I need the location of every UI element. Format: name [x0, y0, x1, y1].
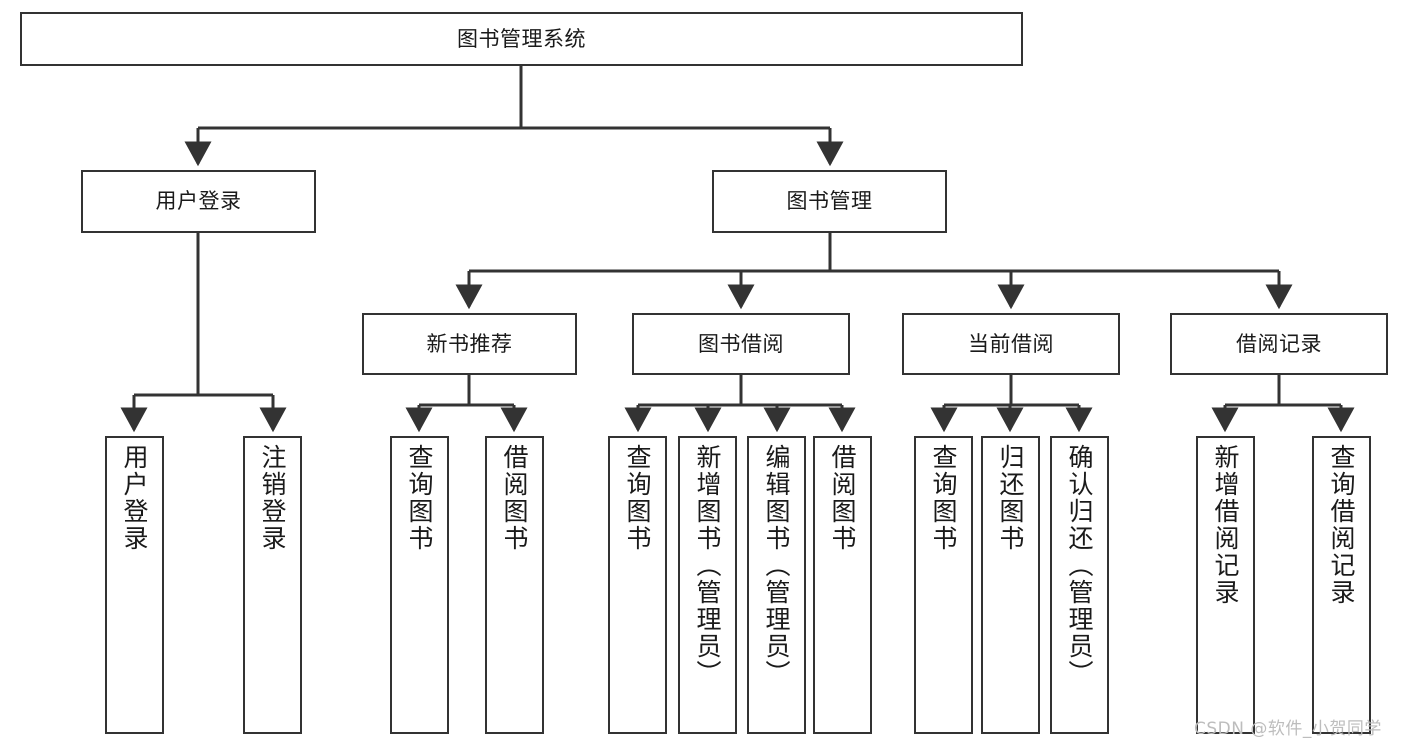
node-book-management[interactable]: 图书管理 [712, 170, 947, 233]
node-book-borrow-label: 图书借阅 [698, 331, 784, 356]
leaf-user-login-logout[interactable]: 注销登录 [243, 436, 302, 734]
leaf-recommend-borrow-book-label: 借阅图书 [500, 444, 529, 552]
leaf-recommend-borrow-book[interactable]: 借阅图书 [485, 436, 544, 734]
leaf-current-return-book[interactable]: 归还图书 [981, 436, 1040, 734]
node-root-label: 图书管理系统 [457, 26, 586, 51]
node-root[interactable]: 图书管理系统 [20, 12, 1023, 66]
leaf-borrow-query-book[interactable]: 查询图书 [608, 436, 667, 734]
node-borrow-record[interactable]: 借阅记录 [1170, 313, 1388, 375]
leaf-borrow-add-book-label: 新增图书（管理员） [693, 444, 722, 687]
leaf-record-add-record[interactable]: 新增借阅记录 [1196, 436, 1255, 734]
node-book-management-label: 图书管理 [786, 189, 873, 214]
leaf-current-query-book-label: 查询图书 [929, 444, 958, 552]
node-book-borrow[interactable]: 图书借阅 [632, 313, 850, 375]
leaf-recommend-query-book[interactable]: 查询图书 [390, 436, 449, 734]
leaf-current-confirm-return-label: 确认归还（管理员） [1065, 444, 1094, 687]
node-new-book-recommend-label: 新书推荐 [426, 331, 513, 356]
node-current-borrow-label: 当前借阅 [968, 331, 1054, 356]
node-user-login-label: 用户登录 [155, 189, 242, 214]
leaf-current-query-book[interactable]: 查询图书 [914, 436, 973, 734]
leaf-borrow-edit-book[interactable]: 编辑图书（管理员） [747, 436, 806, 734]
leaf-current-return-book-label: 归还图书 [996, 444, 1025, 552]
leaf-record-query-record-label: 查询借阅记录 [1327, 444, 1356, 606]
node-user-login[interactable]: 用户登录 [81, 170, 316, 233]
leaf-recommend-query-book-label: 查询图书 [405, 444, 434, 552]
leaf-current-confirm-return[interactable]: 确认归还（管理员） [1050, 436, 1109, 734]
csdn-watermark: CSDN @软件_小贺同学 [1194, 719, 1382, 739]
leaf-record-add-record-label: 新增借阅记录 [1211, 444, 1240, 606]
node-borrow-record-label: 借阅记录 [1236, 331, 1322, 356]
leaf-borrow-query-book-label: 查询图书 [623, 444, 652, 552]
leaf-record-query-record[interactable]: 查询借阅记录 [1312, 436, 1371, 734]
leaf-borrow-add-book[interactable]: 新增图书（管理员） [678, 436, 737, 734]
leaf-borrow-borrow-book[interactable]: 借阅图书 [813, 436, 872, 734]
leaf-user-login-logout-label: 注销登录 [258, 444, 287, 552]
leaf-user-login-login[interactable]: 用户登录 [105, 436, 164, 734]
leaf-borrow-edit-book-label: 编辑图书（管理员） [762, 444, 791, 687]
node-current-borrow[interactable]: 当前借阅 [902, 313, 1120, 375]
node-new-book-recommend[interactable]: 新书推荐 [362, 313, 577, 375]
leaf-user-login-login-label: 用户登录 [120, 444, 149, 552]
leaf-borrow-borrow-book-label: 借阅图书 [828, 444, 857, 552]
